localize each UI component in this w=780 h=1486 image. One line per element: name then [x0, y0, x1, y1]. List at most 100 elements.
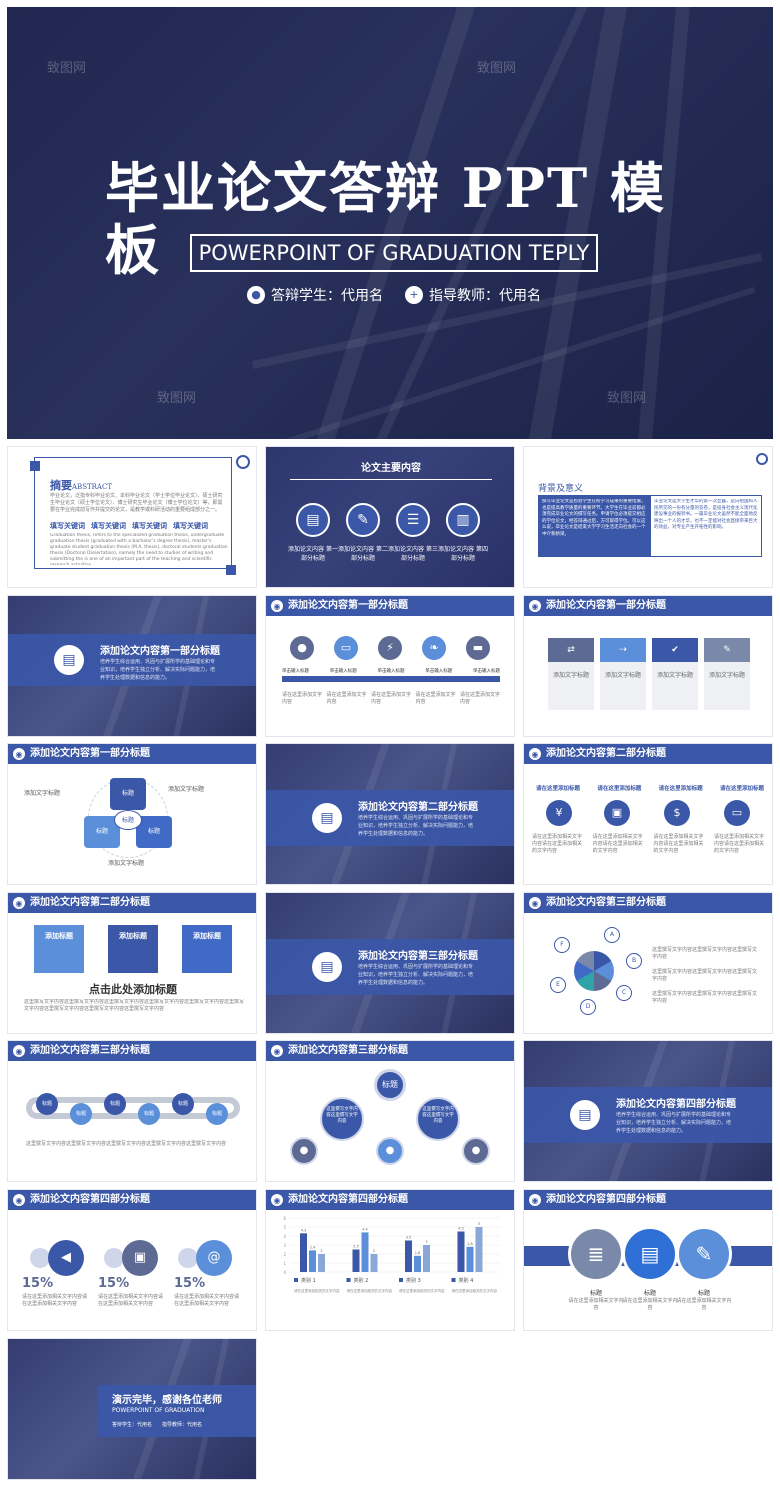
pie-wheel: [574, 951, 614, 991]
logo-icon: ◉: [529, 600, 541, 612]
slide-header: 添加论文内容第三部分标题: [288, 1045, 408, 1056]
percent-value: 15%: [22, 1276, 54, 1291]
bar: [405, 1240, 412, 1272]
slide-header: 添加论文内容第四部分标题: [288, 1194, 408, 1205]
slide-header: 添加论文内容第二部分标题: [30, 897, 150, 908]
percent-value: 15%: [174, 1276, 206, 1291]
slide-thanks[interactable]: 演示完毕，感谢各位老师 POWERPOINT OF GRADUATION 答辩学…: [7, 1338, 257, 1480]
cover-subtitle: POWERPOINT OF GRADUATION TEPLY: [190, 234, 598, 272]
slide-abstract[interactable]: 摘要ABSTRACT 毕业论文，泛指专科毕业论文、本科毕业论文（学士学位毕业论文…: [7, 446, 257, 588]
part-body: 培养学生综合运用、巩固与扩展所学的基础理论和专业知识，培养学生独立分析、解决实际…: [358, 815, 474, 837]
slide-cards[interactable]: ◉添加论文内容第一部分标题 ⇄ ⇢ ✔ ✎ 添加文字标题 添加文字标题 添加文字…: [523, 595, 773, 737]
abstract-text: 毕业论文，泛指专科毕业论文、本科毕业论文（学士学位毕业论文）、硕士研究生毕业论文…: [50, 493, 223, 513]
watermark: 致图网: [607, 391, 647, 406]
slide-hexagon[interactable]: ◉添加论文内容第一部分标题 标题 标题 标题 标题 添加文字标题 添加文字标题 …: [7, 743, 257, 885]
slide-header: 添加论文内容第四部分标题: [546, 1194, 666, 1205]
logo-icon: ◉: [13, 1045, 25, 1057]
bar: [352, 1249, 360, 1272]
seal-icon: [756, 453, 768, 465]
logo-icon: ◉: [529, 748, 541, 760]
data-label: 3: [425, 1240, 427, 1244]
bulb-icon: ●: [290, 636, 314, 660]
paragraph: 这里撰写文字内容这里撰写文字内容这里撰写文字内容这里撰写文字内容这里撰写文字内容…: [24, 999, 244, 1012]
tick-label: 5: [283, 1225, 286, 1230]
slide-percent[interactable]: ◉添加论文内容第四部分标题 ◀ ▣ @ 15% 15% 15% 请在这里添加相关…: [7, 1189, 257, 1331]
tick-label: 3: [283, 1243, 286, 1248]
logo-icon: ◉: [13, 748, 25, 760]
logo-icon: ◉: [13, 1194, 25, 1206]
slide-contents[interactable]: 论文主要内容 ▤ ✎ ☰ ▥ 添加论文内容 第一部分标题 添加论文内容 第二部分…: [265, 446, 515, 588]
data-label: 4.5: [458, 1227, 464, 1231]
part-title: 添加论文内容第三部分标题: [358, 951, 478, 962]
watermark: 致图网: [477, 61, 517, 76]
tick-label: 6: [283, 1216, 286, 1221]
watermark: 致图网: [47, 61, 87, 76]
document-icon: ▤: [296, 503, 330, 537]
user-icon: ●: [376, 1137, 404, 1165]
percent-value: 15%: [98, 1276, 130, 1291]
slide-icons-row[interactable]: ◉添加论文内容第二部分标题 请在这里添加标题请在这里添加标题请在这里添加标题请在…: [523, 743, 773, 885]
tag-icon: ✎: [704, 638, 750, 662]
data-label: 2: [373, 1249, 375, 1253]
plug-icon: ⚡: [378, 636, 402, 660]
newspaper-icon: ▤: [622, 1226, 678, 1282]
logo-icon: ◉: [13, 897, 25, 909]
background-title: 背景及意义: [538, 484, 584, 494]
seal-icon: [236, 455, 250, 469]
category-label: 类别 2: [354, 1277, 369, 1284]
part-body: 培养学生综合运用、巩固与扩展所学的基础理论和专业知识，培养学生独立分析、解决实际…: [100, 659, 216, 681]
data-label: 5: [478, 1222, 480, 1226]
bar: [309, 1250, 316, 1272]
cover-student: ●答辩学生：代用名: [247, 285, 383, 305]
hex-side-label: 添加文字标题: [168, 786, 205, 793]
photo-overlay: [7, 7, 773, 439]
card-title: 添加文字标题: [652, 662, 698, 710]
slide-part4-cover[interactable]: ▤ 添加论文内容第四部分标题 培养学生综合运用、巩固与扩展所学的基础理论和专业知…: [523, 1040, 773, 1182]
slide-network[interactable]: ◉添加论文内容第三部分标题 标题 这里撰写文字内容这里撰写文字内容 这里撰写文字…: [265, 1040, 515, 1182]
slide-part3-cover[interactable]: ▤ 添加论文内容第三部分标题 培养学生综合运用、巩固与扩展所学的基础理论和专业知…: [265, 892, 515, 1034]
abstract-title: 摘要: [50, 479, 72, 492]
slide-pie-wheel[interactable]: ◉添加论文内容第三部分标题 A B C D E F 这里撰写文字内容这里撰写文字…: [523, 892, 773, 1034]
slide-part2-cover[interactable]: ▤ 添加论文内容第二部分标题 培养学生综合运用、巩固与扩展所学的基础理论和专业知…: [265, 743, 515, 885]
keyword: 填写关键词: [50, 522, 85, 530]
abstract-en: Graduation thesis, refers to the special…: [50, 533, 228, 565]
thanks-title: 演示完毕，感谢各位老师: [112, 1395, 222, 1406]
cover-slide[interactable]: 致图网 致图网 致图网 致图网 毕业论文答辩 PPT 模板 POWERPOINT…: [7, 7, 773, 439]
slide-part1-cover[interactable]: ▤ 添加论文内容第一部分标题 培养学生综合运用、巩固与扩展所学的基础理论和专业知…: [7, 595, 257, 737]
slide-tabs[interactable]: ◉添加论文内容第二部分标题 添加标题 添加标题 添加标题 点击此处添加标题 这里…: [7, 892, 257, 1034]
contents-item: 添加论文内容 第一部分标题: [288, 546, 338, 562]
logo-icon: ◉: [529, 1194, 541, 1206]
slide-header: 添加论文内容第一部分标题: [288, 600, 408, 611]
slide-three-circles[interactable]: ◉添加论文内容第四部分标题 ≣ ▤ ✎ 标题 标题 标题 请在这里添加相关文字内…: [523, 1189, 773, 1331]
bar: [414, 1255, 421, 1272]
category-label: 类别 1: [301, 1277, 316, 1284]
user-icon: ●: [290, 1137, 318, 1165]
slide-process[interactable]: ◉添加论文内容第一部分标题 ● ▭ ⚡ ❧ ▬ 单击输入标题单击输入标题单击输入…: [265, 595, 515, 737]
part-body: 培养学生综合运用、巩固与扩展所学的基础理论和专业知识，培养学生独立分析、解决实际…: [358, 964, 474, 986]
slide-background[interactable]: 背景及意义 撰写毕业论文是检验学生在校学习成果的重要措施，也是提高教学质量的重要…: [523, 446, 773, 588]
tab-label: 添加标题: [108, 925, 158, 973]
slide-snake[interactable]: ◉添加论文内容第三部分标题 标题 标题 标题 标题 标题 标题 这里撰写文字内容…: [7, 1040, 257, 1182]
category-desc: 请在这里添加相关的文字内容: [452, 1288, 498, 1293]
contents-title: 论文主要内容: [361, 463, 421, 474]
tab-label: 添加标题: [182, 925, 232, 973]
document-icon: ▤: [570, 1100, 600, 1130]
at-icon: @: [196, 1240, 232, 1276]
keyword: 填写关键词: [132, 522, 167, 530]
contents-item: 添加论文内容 第三部分标题: [388, 546, 438, 562]
laptop-icon: ▬: [466, 636, 490, 660]
card-title: 添加文字标题: [600, 662, 646, 710]
hex-side-label: 添加文字标题: [24, 790, 61, 797]
pencil-icon: ✎: [676, 1226, 732, 1282]
data-label: 4.3: [301, 1228, 307, 1232]
big-title: 点击此处添加标题: [89, 983, 177, 996]
logo-icon: ◉: [529, 897, 541, 909]
legend-swatch: [399, 1278, 403, 1282]
leaf-icon: ❧: [422, 636, 446, 660]
logo-icon: ◉: [271, 1194, 283, 1206]
speaker-icon: ◀: [48, 1240, 84, 1276]
category-label: 类别 3: [406, 1277, 421, 1284]
part-title: 添加论文内容第二部分标题: [358, 802, 478, 813]
